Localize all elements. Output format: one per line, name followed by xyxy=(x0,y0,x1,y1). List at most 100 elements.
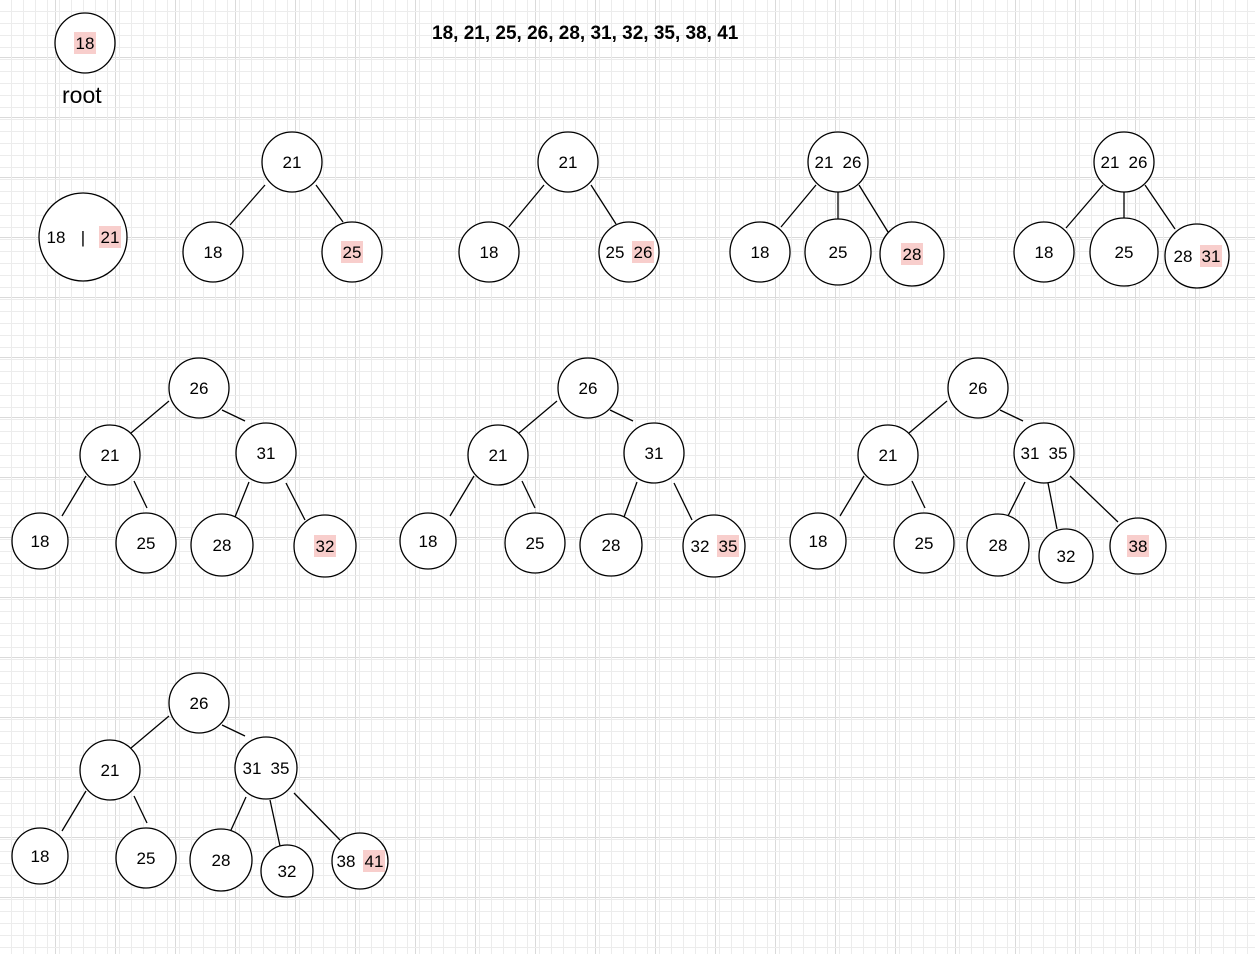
tree-node: 28 xyxy=(966,513,1030,577)
node-key: 28 xyxy=(989,536,1008,555)
node-key: 18 xyxy=(47,228,66,247)
node-key: 32 xyxy=(316,537,335,556)
node-key: 25 xyxy=(526,534,545,553)
tree-node: 25 xyxy=(321,221,383,283)
node-circle xyxy=(331,832,389,890)
tree-edge xyxy=(518,400,558,434)
tree-node: 21 xyxy=(79,739,141,801)
tree-node: 32 xyxy=(293,514,357,578)
tree-edge xyxy=(130,400,170,434)
tree-node: 28 xyxy=(579,513,643,577)
tree-node: 32 xyxy=(1038,528,1094,584)
node-key: 35 xyxy=(271,759,290,778)
tree-edge xyxy=(521,480,536,509)
node-circle xyxy=(458,221,520,283)
node-key: 35 xyxy=(719,537,738,556)
node-key: 26 xyxy=(1129,153,1148,172)
tree-node: 18 xyxy=(1013,221,1075,283)
node-key: 18 xyxy=(31,532,50,551)
node-circle xyxy=(804,218,872,286)
node-circle xyxy=(235,422,297,484)
node-key: 21 xyxy=(1101,153,1120,172)
node-key: 31 xyxy=(257,444,276,463)
node-circle xyxy=(682,514,746,578)
tree-node: 18 xyxy=(729,221,791,283)
node-key: 21 xyxy=(283,153,302,172)
node-circle xyxy=(1089,217,1159,287)
tree-node: 28 xyxy=(190,513,254,577)
tree-edge xyxy=(133,480,148,509)
node-circle xyxy=(11,512,69,570)
node-key: 18 xyxy=(31,847,50,866)
tree-node: 18 xyxy=(789,512,847,570)
node-key: 31 xyxy=(1202,247,1221,266)
node-key: 18 xyxy=(480,243,499,262)
node-circle xyxy=(557,357,619,419)
tree-edge xyxy=(673,482,693,521)
node-key: 28 xyxy=(602,536,621,555)
node-key: 41 xyxy=(365,852,384,871)
node-circle xyxy=(893,512,955,574)
node-key: 18 xyxy=(76,34,95,53)
tree-node: 21 26 xyxy=(1093,131,1155,193)
tree-edge xyxy=(908,400,948,434)
node-circle xyxy=(966,513,1030,577)
node-circle xyxy=(234,736,298,800)
node-key: 21 xyxy=(559,153,578,172)
highlight-background xyxy=(314,535,336,557)
node-key: 38 xyxy=(1129,537,1148,556)
node-key: 32 xyxy=(691,537,710,556)
tree-edge xyxy=(508,184,545,228)
node-key: 21 xyxy=(101,446,120,465)
tree-edge xyxy=(999,409,1024,422)
tree-edge xyxy=(1007,481,1026,517)
highlight-background xyxy=(632,241,654,263)
tree-node: 32 35 xyxy=(682,514,746,578)
tree-node: 21 xyxy=(857,424,919,486)
node-key: 28 xyxy=(212,851,231,870)
tree-node: 38 xyxy=(1109,517,1167,575)
highlight-background xyxy=(717,535,739,557)
highlight-background xyxy=(363,850,385,872)
node-key: 28 xyxy=(903,245,922,264)
tree-edge xyxy=(1144,184,1176,230)
tree-edge xyxy=(609,409,634,422)
tree-edge xyxy=(780,184,817,228)
node-key: 21 xyxy=(879,446,898,465)
tree-edge xyxy=(449,475,475,517)
tree-node: 21 xyxy=(261,131,323,193)
tree-node: 18 xyxy=(458,221,520,283)
node-key: 25 xyxy=(829,243,848,262)
node-circle xyxy=(729,221,791,283)
tree-edge xyxy=(221,409,246,422)
tree-edge xyxy=(315,184,344,223)
tree-node: 25 xyxy=(804,218,872,286)
tree-edges xyxy=(61,184,1176,847)
node-key: 18 xyxy=(809,532,828,551)
node-circle xyxy=(115,512,177,574)
node-circle xyxy=(168,672,230,734)
tree-node: 25 xyxy=(893,512,955,574)
node-key: 31 xyxy=(1021,444,1040,463)
tree-edge xyxy=(269,799,281,847)
tree-edge xyxy=(61,790,87,832)
node-circle xyxy=(1093,131,1155,193)
tree-node: 28 xyxy=(189,828,253,892)
node-circle xyxy=(399,512,457,570)
node-circle xyxy=(857,424,919,486)
node-key: 26 xyxy=(579,379,598,398)
tree-edge xyxy=(133,795,148,824)
tree-node: 18 xyxy=(182,221,244,283)
tree-edge xyxy=(130,715,170,749)
node-circle xyxy=(807,131,869,193)
node-circle xyxy=(260,844,314,898)
tree-node: 21 xyxy=(467,424,529,486)
highlight-background xyxy=(99,226,121,248)
node-key: 18 xyxy=(204,243,223,262)
node-key: 25 xyxy=(1115,243,1134,262)
tree-node: 26 xyxy=(168,672,230,734)
